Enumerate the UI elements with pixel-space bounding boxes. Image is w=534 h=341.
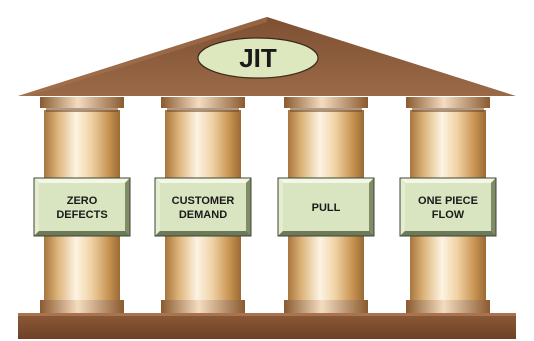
plaque-border — [154, 177, 252, 237]
plaque-label-line1: PULL — [312, 202, 341, 214]
plaque-bevel-left — [155, 178, 160, 236]
plaque-bevel-top — [278, 178, 374, 183]
pillars-group: ZERO DEFECTS CUSTOMER DEMAND PULL ONE PIECE FL… — [33, 97, 497, 313]
plaque-face — [160, 183, 246, 231]
pillar-plinth — [284, 300, 368, 313]
plaque-label-line2: FLOW — [432, 209, 465, 221]
plaque-bevel-right — [246, 178, 251, 236]
pillar-plinth — [40, 300, 124, 313]
base-top-edge — [18, 313, 516, 316]
plaque-bevel-bottom — [278, 231, 374, 236]
plaque-face — [39, 183, 125, 231]
plaque-label-line2: DEMAND — [179, 209, 227, 221]
plaque-bevel-bottom — [400, 231, 496, 236]
pillar-capital — [40, 97, 124, 108]
plaque-face — [283, 183, 369, 231]
roof-highlight — [18, 17, 267, 96]
plaque-bevel-right — [125, 178, 130, 236]
base-slab — [18, 313, 516, 339]
plaque-bevel-right — [369, 178, 374, 236]
plaque-bevel-top — [155, 178, 251, 183]
plaque-bevel-right — [491, 178, 496, 236]
plaque-bevel-left — [278, 178, 283, 236]
pillar-plinth — [161, 300, 245, 313]
pillar-3: PULL — [277, 97, 375, 313]
plaque-border — [277, 177, 375, 237]
pillar-1: ZERO DEFECTS — [33, 97, 131, 313]
plaque-label-line1: CUSTOMER — [172, 195, 235, 207]
pillar-capital-shadow — [412, 108, 484, 112]
plaque-label-line1: ZERO — [67, 195, 98, 207]
pillar-capital-shadow — [167, 108, 239, 112]
pillar-plinth — [406, 300, 490, 313]
plaque-face — [405, 183, 491, 231]
plaque-bevel-left — [34, 178, 39, 236]
plaque-label-line2: DEFECTS — [56, 209, 107, 221]
pillar-capital-shadow — [46, 108, 118, 112]
plaque-bevel-top — [400, 178, 496, 183]
pillar-capital — [284, 97, 368, 108]
pillar-4: ONE PIECE FLOW — [399, 97, 497, 313]
plaque-bevel-bottom — [34, 231, 130, 236]
pillar-capital — [161, 97, 245, 108]
plaque-border — [33, 177, 131, 237]
pillar-2: CUSTOMER DEMAND — [154, 97, 252, 313]
pillar-capital-shadow — [290, 108, 362, 112]
plaque-bevel-left — [400, 178, 405, 236]
plaque-border — [399, 177, 497, 237]
pillar-capital — [406, 97, 490, 108]
plaque-label-line1: ONE PIECE — [418, 195, 478, 207]
title-text: JIT — [239, 43, 277, 73]
plaque-bevel-top — [34, 178, 130, 183]
plaque-bevel-bottom — [155, 231, 251, 236]
title-oval — [197, 37, 319, 79]
